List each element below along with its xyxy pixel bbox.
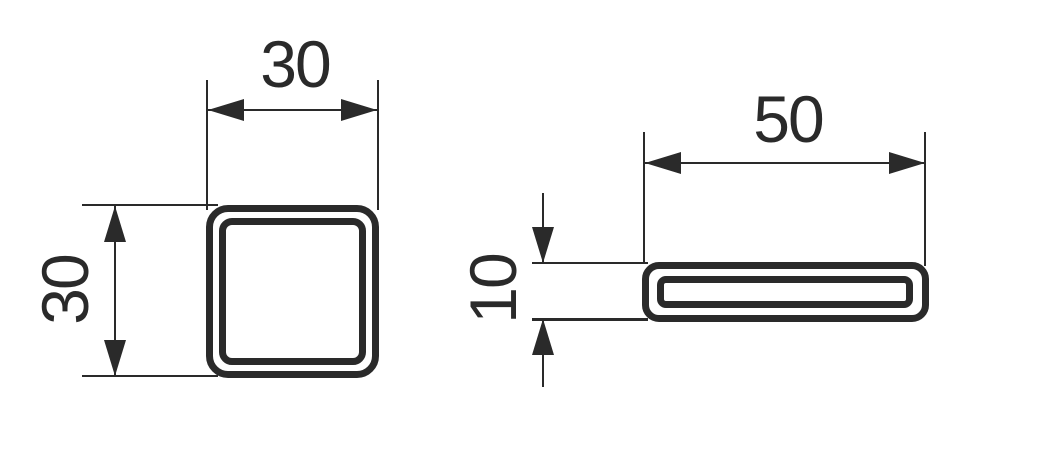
arrowhead-right-icon <box>341 99 377 121</box>
square-width-extension-line-left <box>205 80 209 210</box>
square-tube-inner-wall <box>219 218 366 365</box>
rect-width-dim-label: 50 <box>753 82 824 156</box>
rect-tube-inner-wall <box>657 276 913 308</box>
square-width-dimension-line <box>208 108 377 112</box>
arrowhead-right-icon <box>889 152 925 174</box>
rect-width-extension-line-right <box>923 132 927 266</box>
rect-height-extension-line-bottom <box>532 318 648 321</box>
rect-height-extension-line-top <box>532 261 648 265</box>
arrowhead-left-icon <box>645 152 681 174</box>
arrowhead-down-icon <box>532 227 554 263</box>
square-height-extension-line-bottom <box>82 374 218 378</box>
arrowhead-up-icon <box>104 206 126 242</box>
square-height-extension-line-top <box>82 203 218 207</box>
arrowhead-down-icon <box>104 340 126 376</box>
square-height-dimension-line <box>113 206 117 376</box>
square-width-extension-line-right <box>376 80 380 210</box>
arrowhead-left-icon <box>208 99 244 121</box>
arrowhead-up-icon <box>532 319 554 355</box>
rect-height-dim-label: 10 <box>456 254 530 324</box>
rect-width-dimension-line <box>645 161 925 165</box>
rect-width-extension-line-left <box>642 132 646 263</box>
square-width-dim-label: 30 <box>260 27 331 101</box>
